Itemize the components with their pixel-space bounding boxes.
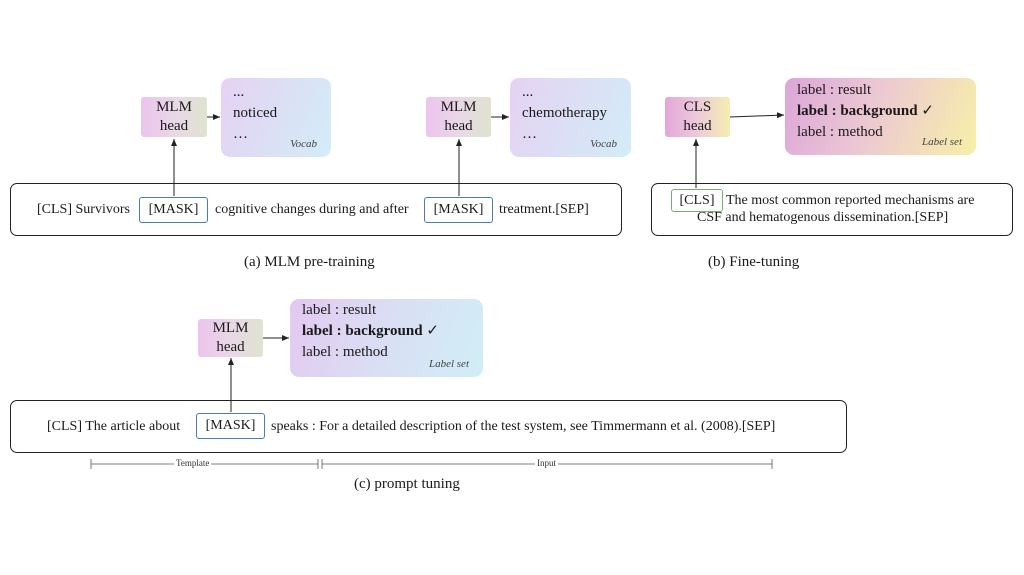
vocab-2-ellipsis: ... (522, 84, 534, 100)
sentence-box-c (10, 400, 847, 453)
mlm-head-1: MLM head (141, 97, 207, 137)
caption-a: (a) MLM pre-training (244, 254, 375, 270)
mlm-head-2: MLM head (426, 97, 491, 137)
vocab-1-tag: Vocab (290, 138, 317, 150)
label-c-background: label : background (302, 323, 423, 339)
sentence-a-part3: treatment.[SEP] (499, 202, 589, 217)
cls-token-box: [CLS] (671, 189, 723, 212)
label-b-background: label : background (797, 103, 918, 119)
label-c-method: label : method (302, 344, 388, 360)
mask-token-1: [MASK] (139, 197, 208, 223)
caption-c: (c) prompt tuning (354, 476, 460, 492)
label-set-box-b: label : result label : background ✓ labe… (785, 78, 976, 155)
mlm-head-c: MLM head (198, 319, 263, 357)
label-c-background-row: label : background ✓ (302, 321, 471, 342)
sentence-a-part2: cognitive changes during and after (215, 202, 409, 217)
label-c-result: label : result (302, 302, 377, 318)
mlm-head-2-line1: MLM (440, 99, 477, 115)
cls-head-line2: head (683, 118, 712, 134)
sentence-b-line2: CSF and hematogenous dissemination.[SEP] (697, 210, 949, 225)
sentence-c-part2: speaks : For a detailed description of t… (271, 419, 776, 434)
mask-token-c: [MASK] (196, 413, 265, 439)
mlm-head-c-line2: head (216, 339, 245, 355)
vocab-box-1: ... noticed … Vocab (221, 78, 331, 157)
sentence-box-b (651, 183, 1013, 236)
cls-head-line1: CLS (683, 99, 712, 115)
mask-token-2: [MASK] (424, 197, 493, 223)
vocab-1-ellipsis-2: … (233, 126, 248, 142)
vocab-1-ellipsis: ... (233, 84, 245, 100)
vocab-2-word: chemotherapy (522, 105, 607, 121)
label-b-background-row: label : background ✓ (797, 101, 964, 122)
caption-b: (b) Fine-tuning (708, 254, 800, 270)
check-icon-c: ✓ (426, 323, 439, 339)
mlm-head-2-line2: head (444, 118, 473, 134)
sentence-box-a (10, 183, 622, 236)
bracket-input-label: Input (535, 458, 558, 468)
mlm-head-1-line2: head (159, 118, 189, 134)
label-set-c-tag: Label set (428, 358, 469, 370)
sentence-a-part1: [CLS] Survivors (37, 202, 130, 217)
arrow-clshead-to-labelset (729, 112, 785, 119)
vocab-2-tag: Vocab (590, 138, 617, 150)
bracket-template-label: Template (174, 458, 212, 468)
label-b-result: label : result (797, 82, 872, 98)
vocab-box-2: ... chemotherapy … Vocab (510, 78, 631, 157)
vocab-1-word: noticed (233, 105, 278, 121)
vocab-2-ellipsis-2: … (522, 126, 537, 142)
mlm-head-c-line1: MLM (212, 320, 249, 336)
sentence-b-line1: The most common reported mechanisms are (726, 193, 975, 208)
check-icon: ✓ (921, 103, 934, 119)
label-b-method: label : method (797, 124, 883, 140)
cls-head: CLS head (665, 97, 730, 137)
label-set-box-c: label : result label : background ✓ labe… (290, 299, 483, 377)
sentence-c-part1: [CLS] The article about (47, 419, 181, 434)
label-set-b-tag: Label set (921, 136, 962, 148)
mlm-head-1-line1: MLM (156, 99, 192, 115)
